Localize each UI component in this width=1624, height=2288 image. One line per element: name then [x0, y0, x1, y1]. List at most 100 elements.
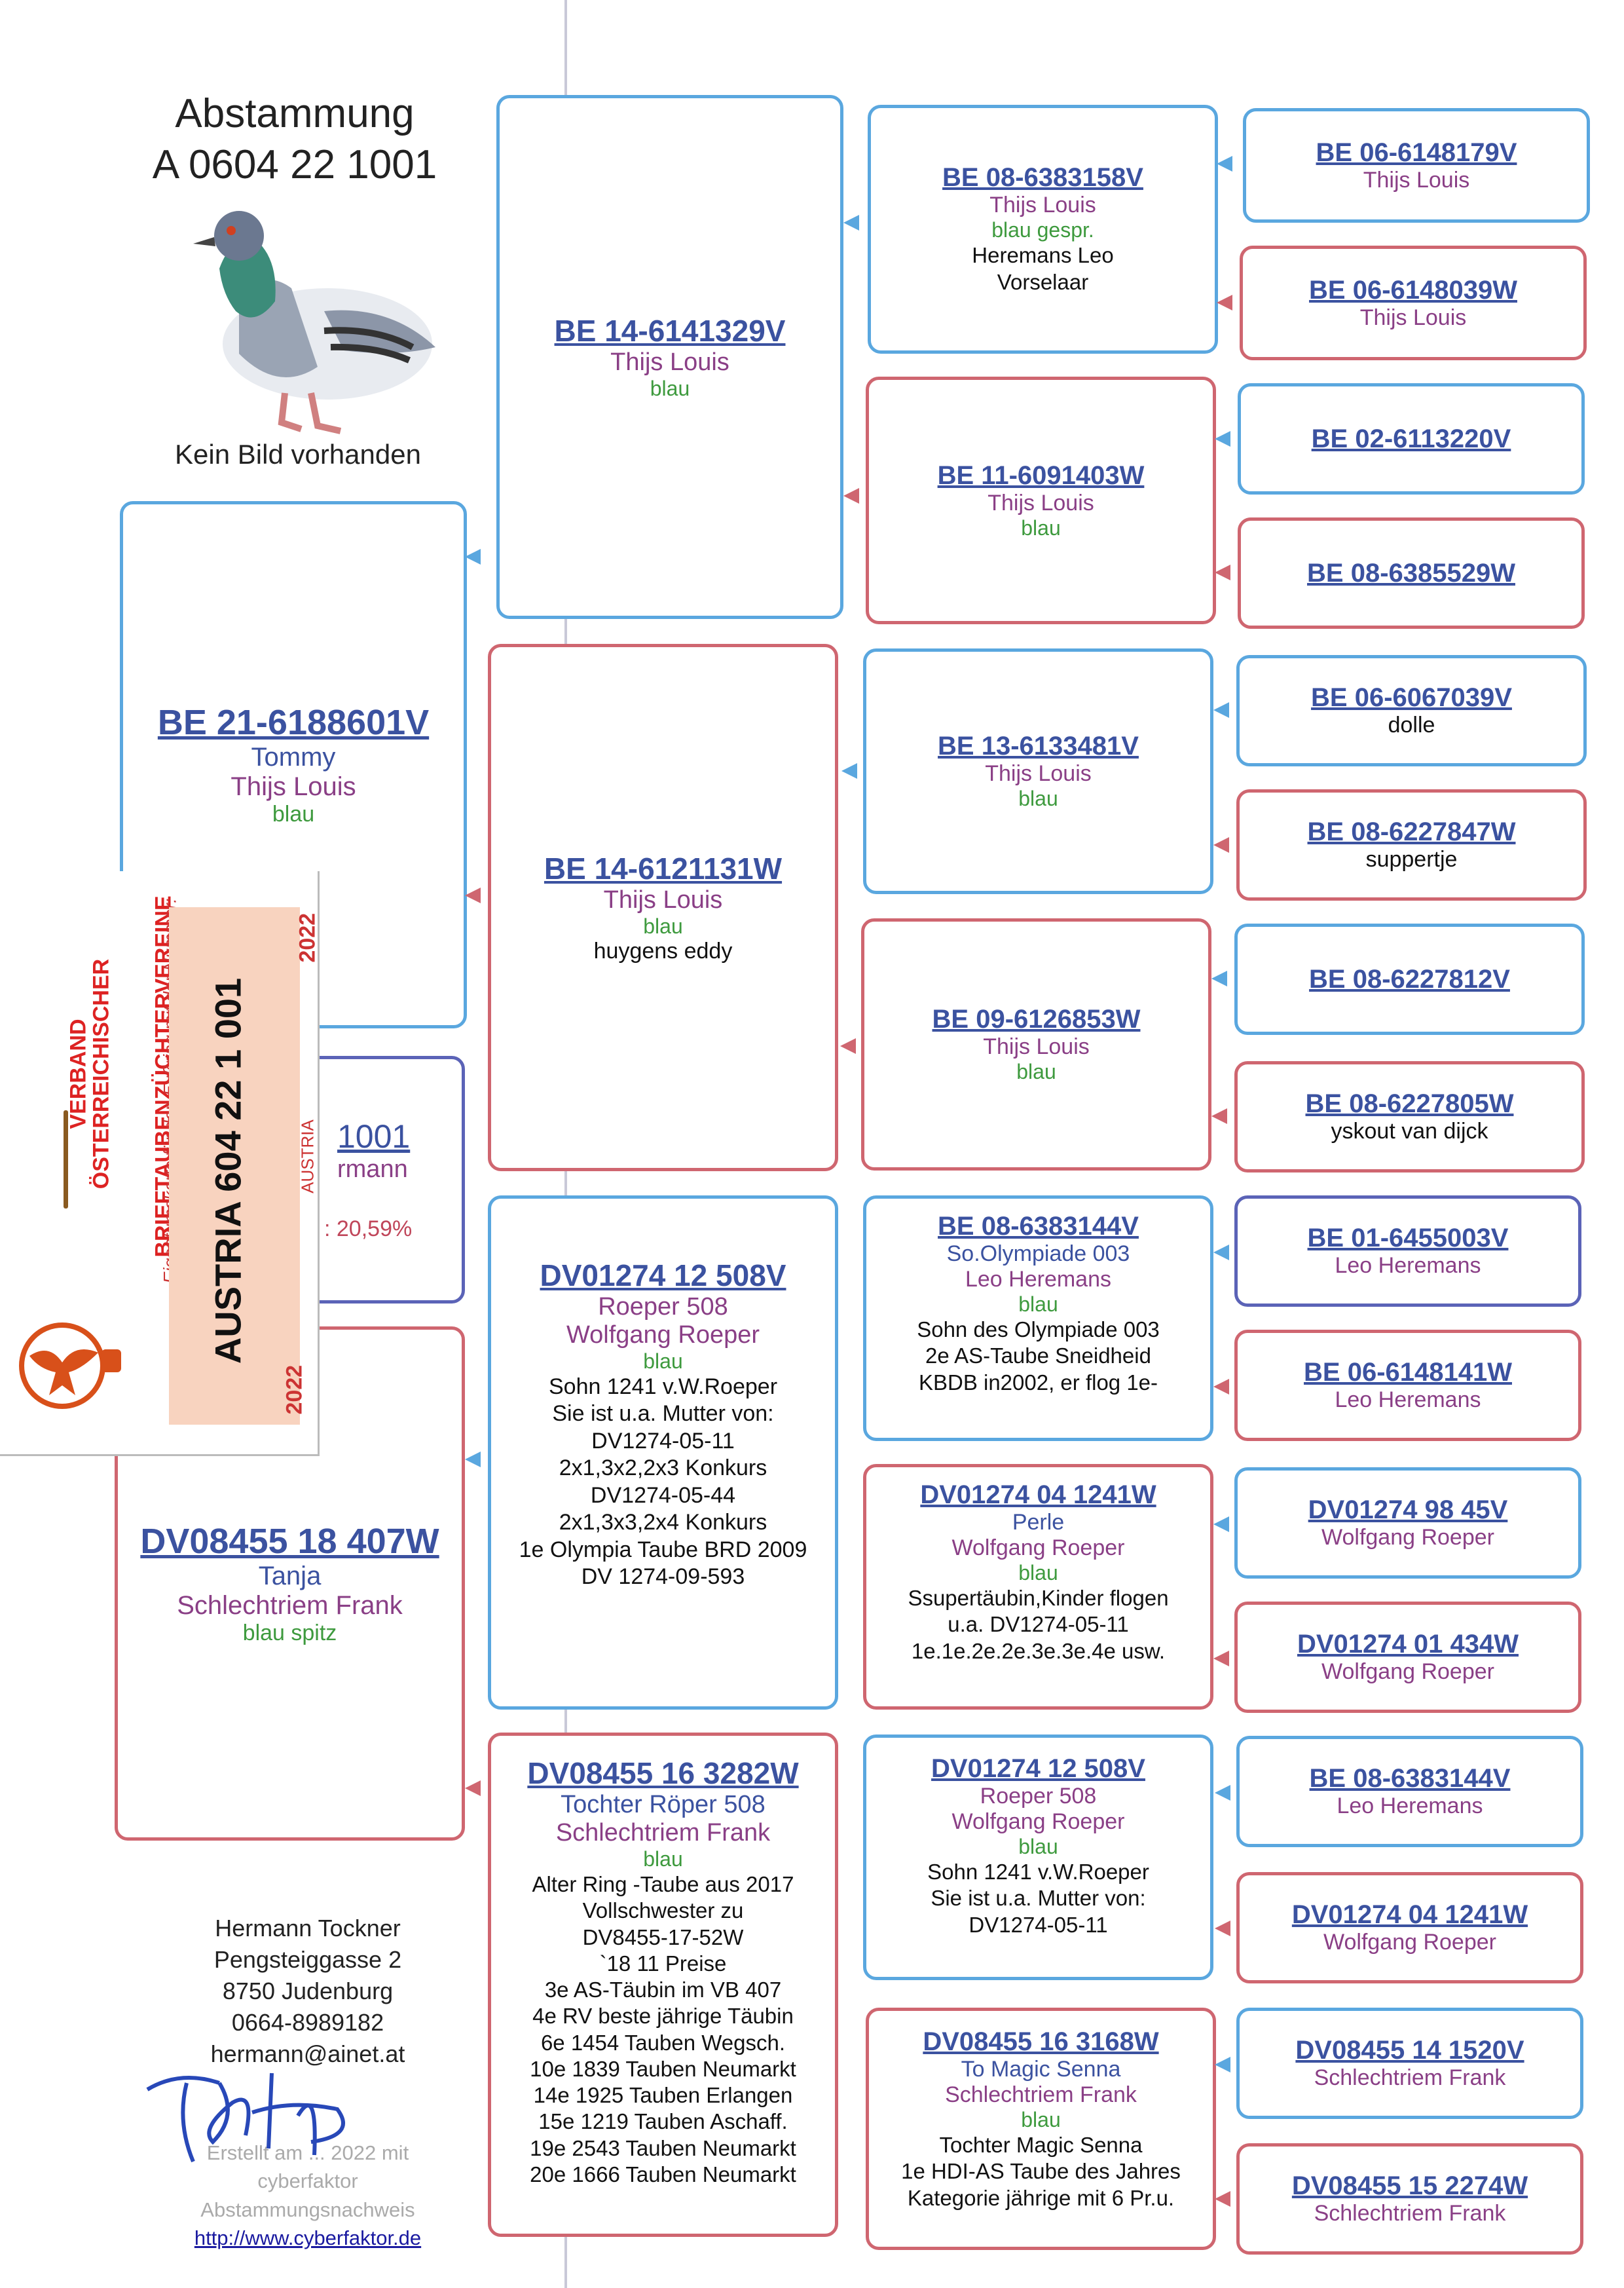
gen4-card-7[interactable]: BE 08-6227812V: [1234, 924, 1585, 1035]
gen4-card-14[interactable]: DV01274 04 1241W Wolfgang Roeper: [1236, 1872, 1583, 1983]
gen4-13-owner: Leo Heremans: [1337, 1793, 1483, 1818]
ring-number: AUSTRIA 604 22 1 001: [207, 977, 249, 1364]
gen3-4-ring[interactable]: BE 09-6126853W: [932, 1005, 1141, 1034]
note-line: Sie ist u.a. Mutter von:: [931, 1886, 1146, 1911]
subject-owner-partial: rmann: [337, 1155, 408, 1183]
gen4-card-4[interactable]: BE 08-6385529W: [1238, 517, 1585, 629]
gen3-8-ring[interactable]: DV08455 16 3168W: [923, 2027, 1159, 2056]
gen3-7-ring[interactable]: DV01274 12 508V: [931, 1754, 1145, 1783]
gen2-card-1[interactable]: BE 14-6141329V Thijs Louis blau: [496, 95, 843, 619]
gen2-4-ring[interactable]: DV08455 16 3282W: [527, 1756, 799, 1790]
gen4-13-ring[interactable]: BE 08-6383144V: [1309, 1764, 1511, 1793]
arrow-left-icon: [1215, 2057, 1230, 2072]
note-line: `18 11 Preise: [599, 1951, 727, 1976]
gen4-15-owner: Schlechtriem Frank: [1314, 2065, 1506, 2090]
gen2-3-ring[interactable]: DV01274 12 508V: [540, 1258, 786, 1292]
arrow-left-icon: [1215, 431, 1230, 447]
gen2-card-3[interactable]: DV01274 12 508V Roeper 508 Wolfgang Roep…: [488, 1195, 838, 1710]
gen4-card-8[interactable]: BE 08-6227805W yskout van dijck: [1234, 1061, 1585, 1172]
gen2-card-2[interactable]: BE 14-6121131W Thijs Louis blau huygens …: [488, 644, 838, 1171]
gen3-8-owner: Schlechtriem Frank: [945, 2082, 1137, 2107]
gen4-card-11[interactable]: DV01274 98 45V Wolfgang Roeper: [1234, 1467, 1581, 1579]
gen3-card-7[interactable]: DV01274 12 508V Roeper 508 Wolfgang Roep…: [863, 1735, 1213, 1980]
footer-line3: Abstammungsnachweis: [200, 2198, 415, 2221]
sire-color: blau: [272, 802, 315, 827]
gen2-2-ring[interactable]: BE 14-6121131W: [544, 852, 783, 886]
gen2-1-ring[interactable]: BE 14-6141329V: [554, 314, 786, 348]
gen4-6-ring[interactable]: BE 08-6227847W: [1307, 817, 1516, 846]
gen2-2-color: blau: [643, 914, 683, 938]
gen3-card-4[interactable]: BE 09-6126853W Thijs Louis blau: [861, 918, 1211, 1171]
gen3-1-color: blau gespr.: [991, 218, 1094, 242]
gen4-card-16[interactable]: DV08455 15 2274W Schlechtriem Frank: [1236, 2143, 1583, 2255]
footer-link[interactable]: http://www.cyberfaktor.de: [194, 2226, 422, 2250]
arrow-left-icon: [1215, 2191, 1230, 2207]
note-line: DV1274-05-11: [969, 1912, 1108, 1937]
year-label: 2022: [295, 912, 320, 963]
gen2-3-notes: Sohn 1241 v.W.Roeper Sie ist u.a. Mutter…: [519, 1374, 807, 1591]
gen4-1-ring[interactable]: BE 06-6148179V: [1316, 138, 1517, 167]
gen4-card-3[interactable]: BE 02-6113220V: [1238, 383, 1585, 495]
gen3-7-notes: Sohn 1241 v.W.Roeper Sie ist u.a. Mutter…: [927, 1859, 1149, 1938]
gen4-9-ring[interactable]: BE 01-6455003V: [1307, 1224, 1509, 1252]
gen4-5-ring[interactable]: BE 06-6067039V: [1311, 683, 1512, 712]
gen3-card-6[interactable]: DV01274 04 1241W Perle Wolfgang Roeper b…: [863, 1464, 1213, 1710]
arrow-left-icon: [1213, 1379, 1229, 1395]
arrow-left-icon: [1213, 702, 1229, 718]
gen4-11-owner: Wolfgang Roeper: [1321, 1525, 1494, 1550]
gen4-card-10[interactable]: BE 06-6148141W Leo Heremans: [1234, 1330, 1581, 1441]
dam-ring[interactable]: DV08455 18 407W: [140, 1522, 439, 1561]
gen4-15-ring[interactable]: DV08455 14 1520V: [1295, 2036, 1524, 2065]
gen3-3-ring[interactable]: BE 13-6133481V: [938, 732, 1139, 760]
gen3-card-5[interactable]: BE 08-6383144V So.Olympiade 003 Leo Here…: [863, 1195, 1213, 1441]
gen4-12-owner: Wolfgang Roeper: [1321, 1659, 1494, 1684]
gen4-10-owner: Leo Heremans: [1335, 1387, 1481, 1412]
gen4-4-ring[interactable]: BE 08-6385529W: [1307, 558, 1515, 588]
subject-ring-partial[interactable]: 1001: [337, 1118, 411, 1155]
gen4-12-ring[interactable]: DV01274 01 434W: [1297, 1630, 1519, 1659]
note-line: DV 1274-09-593: [581, 1564, 745, 1590]
gen4-8-ring[interactable]: BE 08-6227805W: [1305, 1089, 1514, 1118]
gen4-1-owner: Thijs Louis: [1363, 167, 1470, 193]
gen3-card-8[interactable]: DV08455 16 3168W To Magic Senna Schlecht…: [866, 2008, 1216, 2250]
gen3-card-1[interactable]: BE 08-6383158V Thijs Louis blau gespr. H…: [868, 105, 1218, 354]
gen4-card-6[interactable]: BE 08-6227847W suppertje: [1236, 789, 1587, 901]
gen2-card-4[interactable]: DV08455 16 3282W Tochter Röper 508 Schle…: [488, 1733, 838, 2237]
gen4-card-5[interactable]: BE 06-6067039V dolle: [1236, 655, 1587, 766]
gen3-1-ring[interactable]: BE 08-6383158V: [942, 163, 1143, 193]
note-line: 14e 1925 Tauben Erlangen: [533, 2083, 793, 2107]
breeder-email[interactable]: hermann@ainet.at: [210, 2040, 405, 2067]
gen4-16-ring[interactable]: DV08455 15 2274W: [1291, 2171, 1528, 2200]
gen4-card-9[interactable]: BE 01-6455003V Leo Heremans: [1234, 1195, 1581, 1307]
gen4-5-note: dolle: [1388, 713, 1435, 738]
gen3-6-ring[interactable]: DV01274 04 1241W: [920, 1480, 1156, 1509]
gen4-7-ring[interactable]: BE 08-6227812V: [1309, 964, 1510, 994]
gen3-2-ring[interactable]: BE 11-6091403W: [937, 460, 1145, 490]
gen2-3-name: Roeper 508: [598, 1293, 728, 1321]
title-label: Abstammung: [175, 91, 415, 136]
gen2-2-owner: Thijs Louis: [603, 886, 723, 914]
note-line: 20e 1666 Tauben Neumarkt: [530, 2162, 796, 2186]
needle-pin: [64, 1110, 68, 1209]
note-line: Vorselaar: [997, 269, 1089, 294]
gen4-card-1[interactable]: BE 06-6148179V Thijs Louis: [1243, 108, 1590, 223]
gen4-14-ring[interactable]: DV01274 04 1241W: [1291, 1900, 1528, 1929]
note-line: Alter Ring -Taube aus 2017: [532, 1872, 794, 1896]
gen3-card-3[interactable]: BE 13-6133481V Thijs Louis blau: [863, 648, 1213, 894]
gen3-5-ring[interactable]: BE 08-6383144V: [938, 1212, 1139, 1241]
gen4-11-ring[interactable]: DV01274 98 45V: [1308, 1495, 1508, 1524]
gen4-10-ring[interactable]: BE 06-6148141W: [1304, 1358, 1512, 1387]
arrow-left-icon: [1213, 1516, 1229, 1532]
gen4-card-13[interactable]: BE 08-6383144V Leo Heremans: [1236, 1736, 1583, 1847]
gen4-card-15[interactable]: DV08455 14 1520V Schlechtriem Frank: [1236, 2008, 1583, 2119]
gen3-6-name: Perle: [1012, 1510, 1065, 1535]
gen2-4-name: Tochter Röper 508: [561, 1791, 766, 1818]
subject-card[interactable]: 1001 rmann : 20,59%: [301, 1056, 465, 1303]
gen4-2-ring[interactable]: BE 06-6148039W: [1309, 275, 1517, 305]
gen4-card-2[interactable]: BE 06-6148039W Thijs Louis: [1240, 246, 1587, 360]
sire-ring[interactable]: BE 21-6188601V: [157, 703, 430, 742]
gen3-card-2[interactable]: BE 11-6091403W Thijs Louis blau: [866, 377, 1216, 624]
gen4-3-ring[interactable]: BE 02-6113220V: [1311, 424, 1511, 453]
gen4-card-12[interactable]: DV01274 01 434W Wolfgang Roeper: [1234, 1602, 1581, 1713]
note-line: 10e 1839 Tauben Neumarkt: [530, 2056, 796, 2081]
